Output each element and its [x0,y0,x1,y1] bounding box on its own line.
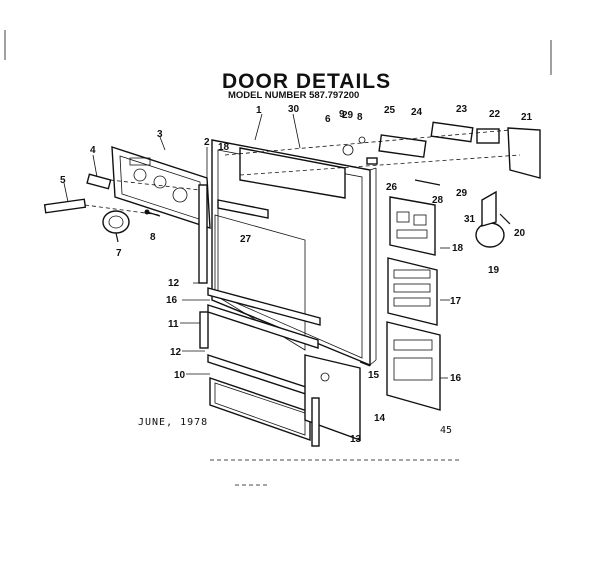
scan-specks [210,459,460,486]
diagram-title: DOOR DETAILS [222,70,392,93]
revision-date: JUNE, 1978 [138,417,209,428]
callout-1: 1 [256,105,262,116]
callout-11: 11 [168,319,179,330]
callout-12b: 12 [170,347,182,358]
rail-part [217,199,269,219]
callout-16b: 16 [450,373,462,384]
callout-31: 31 [464,214,476,225]
callout-18a: 18 [218,142,230,153]
callout-22: 22 [489,109,501,120]
callout-27: 27 [240,234,252,245]
knob-part [102,210,130,243]
screw-part [144,209,161,217]
callout-30: 30 [288,104,300,115]
callout-19: 19 [488,265,500,276]
callout-16a: 16 [166,295,178,306]
scan-marks [4,30,552,75]
door-panel-part [211,139,377,367]
callout-8a: 8 [150,232,156,243]
callout-26: 26 [386,182,398,193]
callout-8b: 8 [357,112,363,123]
callout-29b: 29 [342,110,354,121]
callout-13: 13 [350,434,362,445]
callout-4: 4 [90,145,96,156]
front-panels [386,196,441,411]
model-number: MODEL NUMBER 587.797200 [228,90,360,101]
page-number: 45 [440,425,453,436]
callout-12a: 12 [168,278,180,289]
callout-14: 14 [374,413,386,424]
callout-29a: 29 [456,188,468,199]
callout-9: 9 [339,109,345,120]
small-bottom-parts [320,361,371,382]
callout-7: 7 [116,248,122,259]
callout-17: 17 [450,296,462,307]
callout-20: 20 [514,228,526,239]
callout-6: 6 [325,114,331,125]
callout-25: 25 [384,105,396,116]
callout-23: 23 [456,104,468,115]
callout-10: 10 [174,370,186,381]
door-strips [198,184,361,447]
latch-assembly [224,121,541,186]
callout-labels: 1 2 3 4 5 6 7 8 8 9 10 11 12 12 13 14 15… [60,104,533,445]
callout-21: 21 [521,112,533,123]
callout-24: 24 [411,107,423,118]
callout-28: 28 [432,195,444,206]
callout-3: 3 [157,129,163,140]
callout-2: 2 [204,137,210,148]
switch-part [475,190,511,248]
callout-15: 15 [368,370,380,381]
leader-lines [63,113,450,379]
callout-5: 5 [60,175,66,186]
callout-18b: 18 [452,243,464,254]
